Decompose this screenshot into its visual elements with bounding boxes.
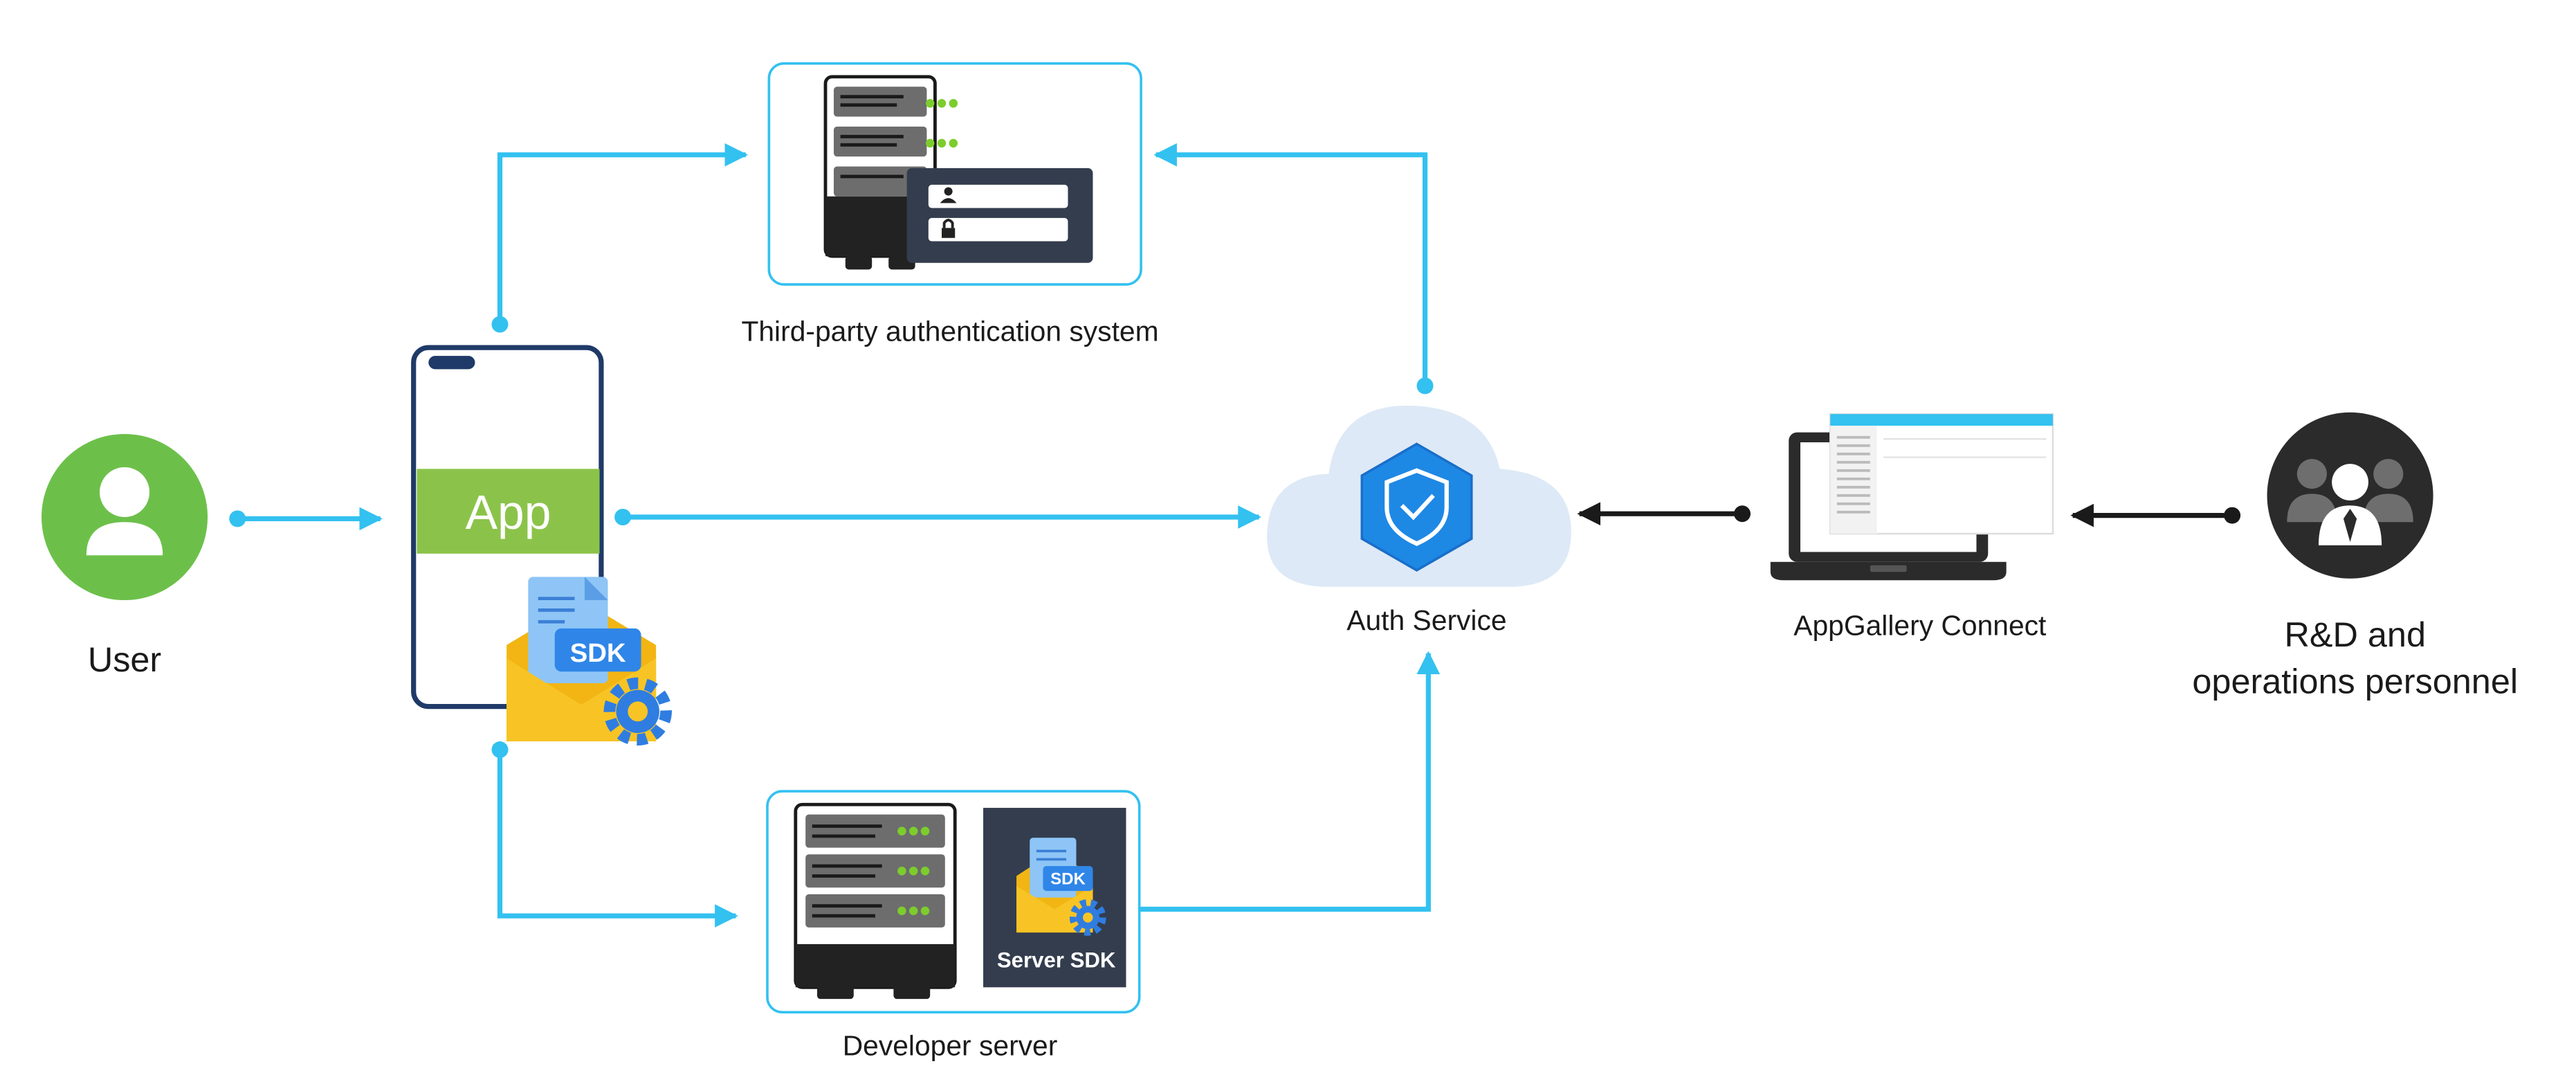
app-node: App SDK [411,345,672,746]
edge-app-to-third-party [491,143,749,333]
third-party-node: Third-party authentication system [741,62,1159,347]
server-sdk-label: Server SDK [997,948,1116,972]
shield-icon [1360,442,1473,572]
edge-personnel-to-appgallery [2070,503,2241,527]
edge-auth-to-third-party [1153,143,1434,395]
personnel-label-line2: operations personnel [2192,661,2518,701]
personnel-label-line1: R&D and [2285,615,2426,654]
server-sdk-panel: SDK Server SDK [983,808,1126,988]
people-icon [2267,412,2433,579]
edge-developer-server-to-auth [1122,651,1441,918]
appgallery-node: AppGallery Connect [1770,413,2054,641]
app-banner [417,469,600,554]
user-icon [42,433,208,601]
edge-app-to-developer-server [491,741,738,928]
sdk-badge-label: SDK [570,638,626,668]
server-icon [794,802,957,1000]
edge-appgallery-to-auth [1577,502,1751,525]
server-icon [823,75,958,270]
user-node: User [42,433,208,679]
developer-server-label: Developer server [843,1030,1058,1062]
login-card-icon [906,168,1093,263]
gear-icon [1069,899,1106,936]
app-label: App [466,485,551,539]
developer-server-node: SDK Server SDK Developer server [766,790,1141,1062]
laptop-icon [1770,413,2054,581]
personnel-node: R&D and operations personnel [2192,412,2518,701]
auth-service-node: Auth Service [1266,405,1571,636]
server-sdk-badge: SDK [1050,869,1086,888]
edge-app-to-auth-service [614,505,1261,529]
auth-service-label: Auth Service [1346,604,1506,636]
third-party-label: Third-party authentication system [741,316,1158,347]
user-label: User [88,640,161,679]
edge-user-to-app [229,507,383,531]
appgallery-label: AppGallery Connect [1793,609,2047,641]
sdk-icon: SDK [1016,838,1093,933]
gear-icon [603,677,672,746]
